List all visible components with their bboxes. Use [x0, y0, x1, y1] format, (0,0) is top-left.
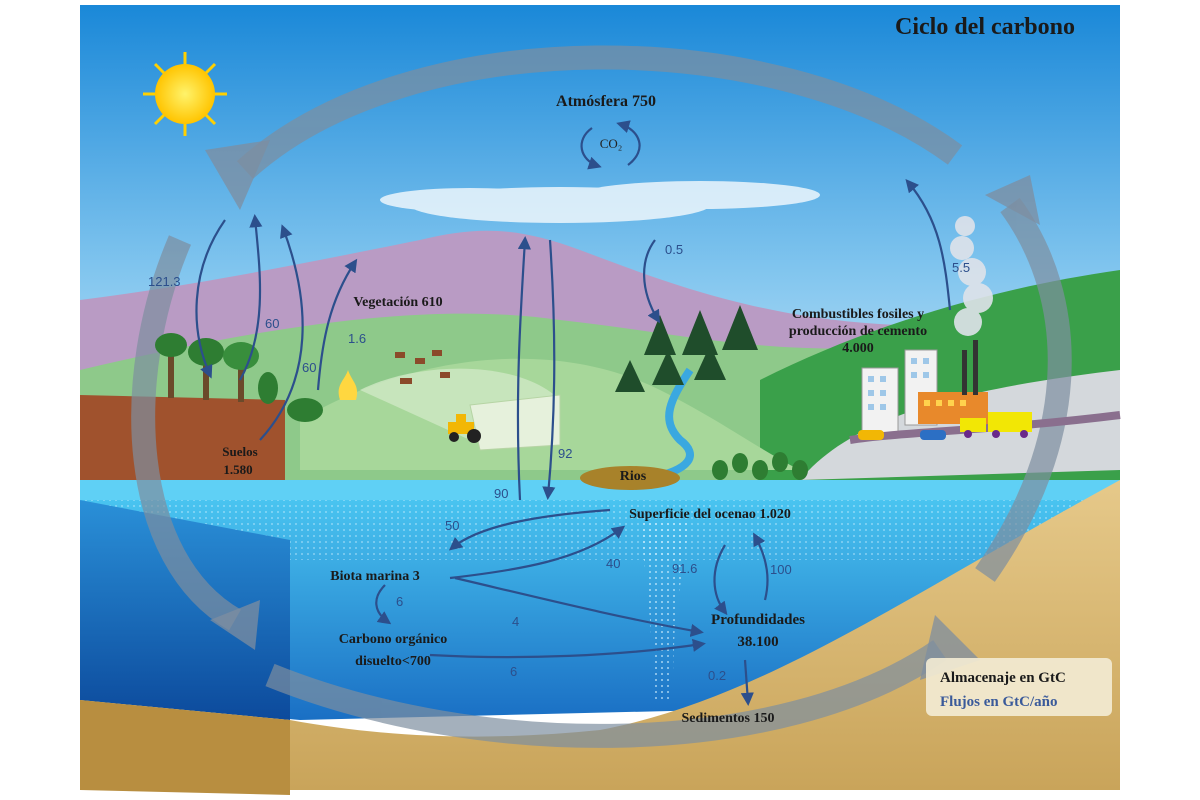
sediments-label: Sedimentos 150 — [682, 711, 775, 726]
flux-50: 50 — [445, 518, 459, 533]
flux-0-5: 0.5 — [665, 242, 683, 257]
flux-92: 92 — [558, 446, 572, 461]
co2-label: CO₂ — [600, 136, 623, 151]
tractor-icon — [448, 414, 481, 443]
deep-ocean-label-line2: 38.100 — [737, 634, 778, 650]
flux-40: 40 — [606, 556, 620, 571]
particle-column — [640, 520, 690, 700]
ocean-left-wall — [80, 500, 290, 720]
soil-block — [80, 395, 285, 485]
sun-icon — [143, 52, 227, 136]
legend-flux: Flujos en GtC/año — [940, 694, 1058, 710]
forest-trees — [155, 333, 323, 422]
deep-ocean-label-line1: Profundidades — [711, 612, 805, 628]
rivers-label: Rios — [620, 469, 647, 484]
smoke-icon — [950, 216, 993, 336]
flux-6a: 6 — [396, 594, 403, 609]
flux-121-3: 121.3 — [148, 274, 181, 289]
doc-label-line1: Carbono orgánico — [339, 632, 448, 647]
flux-6b: 6 — [510, 664, 517, 679]
fire-icon — [338, 370, 358, 400]
fossil-label-line1: Combustibles fosiles y — [792, 307, 924, 322]
flux-0-2: 0.2 — [708, 668, 726, 683]
ocean-speckle — [80, 500, 1120, 560]
cycle-arrows — [131, 45, 1072, 748]
vegetation-label: Vegetación 610 — [353, 295, 442, 310]
sea-floor — [80, 480, 1120, 790]
riverside-trees — [712, 452, 808, 480]
soils-label-line1: Suelos — [222, 444, 257, 459]
page-title: Ciclo del carbono — [895, 14, 1075, 40]
flux-60b: 60 — [302, 360, 316, 375]
soils-label-line2: 1.580 — [223, 462, 252, 477]
fossil-label-line2: producción de cemento — [789, 324, 927, 339]
marine-biota-label: Biota marina 3 — [330, 569, 419, 584]
pine-forest — [615, 305, 758, 392]
flux-arrows — [195, 120, 952, 706]
flux-90: 90 — [494, 486, 508, 501]
clouds — [380, 181, 820, 223]
vehicles — [858, 412, 1032, 440]
flux-4: 4 — [512, 614, 519, 629]
sand-front-wall — [80, 700, 290, 795]
ocean-surface-label: Superficie del ocenao 1.020 — [629, 507, 791, 522]
flux-5-5: 5.5 — [952, 260, 970, 275]
river-mouth — [580, 466, 680, 490]
legend: Almacenaje en GtC Flujos en GtC/año — [926, 658, 1112, 716]
atmosphere-label: Atmósfera 750 — [556, 93, 656, 110]
flux-60a: 60 — [265, 316, 279, 331]
flux-100: 100 — [770, 562, 792, 577]
fossil-label-line3: 4.000 — [842, 341, 874, 356]
cattle-icons — [395, 350, 450, 384]
river — [649, 367, 694, 482]
doc-label-line2: disuelto<700 — [355, 654, 431, 669]
farm-fields — [360, 368, 561, 451]
flux-91-6: 91.6 — [672, 561, 697, 576]
legend-storage: Almacenaje en GtC — [940, 670, 1066, 686]
ocean-surface — [80, 480, 1120, 500]
flux-1-6: 1.6 — [348, 331, 366, 346]
